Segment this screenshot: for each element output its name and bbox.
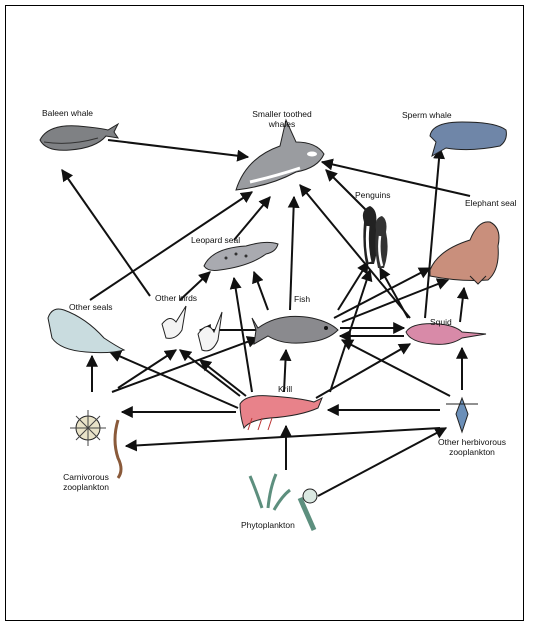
krill-icon [240, 396, 322, 430]
sperm-whale-icon [430, 122, 506, 156]
label-elephant-seal: Elephant seal [465, 199, 517, 209]
leopard-seal-icon [204, 242, 278, 270]
arrow-squid-to-sperm [425, 148, 440, 318]
label-other-seals: Other seals [69, 303, 112, 313]
arrow-squid-to-elephant [460, 288, 464, 322]
label-squid: Squid [430, 318, 452, 328]
other-seals-icon [48, 309, 124, 353]
elephant-seal-icon [430, 222, 499, 284]
penguins-icon [363, 206, 388, 268]
other-herbivorous-zooplankton-icon [446, 398, 478, 432]
label-phytoplankton: Phytoplankton [241, 521, 295, 531]
label-other-herbivorous-zooplankton-line2: zooplankton [449, 447, 495, 457]
label-other-birds: Other birds [155, 294, 197, 304]
label-smaller-toothed-whales: Smaller toothed whales [252, 110, 312, 130]
label-leopard-seal: Leopard seal [191, 236, 240, 246]
arrow-toothed-to-elephant [322, 162, 470, 196]
label-carnivorous-zooplankton: Carnivorous zooplankton [63, 473, 109, 493]
arrow-phyto-to-herbzoo [318, 428, 446, 496]
fish-icon [252, 316, 338, 344]
arrow-otherbirds-to-krill [200, 360, 246, 396]
label-sperm-whale: Sperm whale [402, 111, 452, 121]
arrow-krill-to-leopard [234, 278, 252, 392]
arrow-otherbirds-to-baleen [62, 170, 150, 296]
smaller-toothed-whales-icon [236, 120, 324, 190]
food-web-arrows [62, 140, 470, 496]
label-krill: Krill [278, 385, 292, 395]
arrow-carnzoo-to-otherbirds [118, 350, 176, 388]
label-other-herbivorous-zooplankton-line1: Other herbivorous [438, 437, 506, 447]
label-smaller-toothed-whales-line1: Smaller toothed [252, 109, 312, 119]
arrow-squid-to-penguins [380, 268, 408, 318]
arrow-squid-to-toothed [300, 185, 410, 318]
arrow-herbzoo-to-fish [342, 340, 450, 396]
label-smaller-toothed-whales-line2: whales [269, 119, 295, 129]
label-carnivorous-zooplankton-line1: Carnivorous [63, 472, 109, 482]
arrow-leopard-to-toothed [234, 197, 270, 240]
label-fish: Fish [294, 295, 310, 305]
label-baleen-whale: Baleen whale [42, 109, 93, 119]
label-penguins: Penguins [355, 191, 390, 201]
arrow-herbzoo-to-carnzoo [126, 428, 440, 446]
arrow-baleen-to-toothed [108, 140, 248, 157]
label-other-herbivorous-zooplankton: Other herbivorous zooplankton [438, 438, 506, 458]
arrow-krill-to-otherbirds [180, 350, 240, 396]
carnivorous-zooplankton-icon [70, 410, 121, 478]
other-birds-icon [162, 306, 222, 351]
arrow-krill-to-squid [316, 344, 410, 398]
baleen-whale-icon [40, 124, 118, 150]
arrow-fish-to-leopard [254, 272, 268, 310]
label-carnivorous-zooplankton-line2: zooplankton [63, 482, 109, 492]
